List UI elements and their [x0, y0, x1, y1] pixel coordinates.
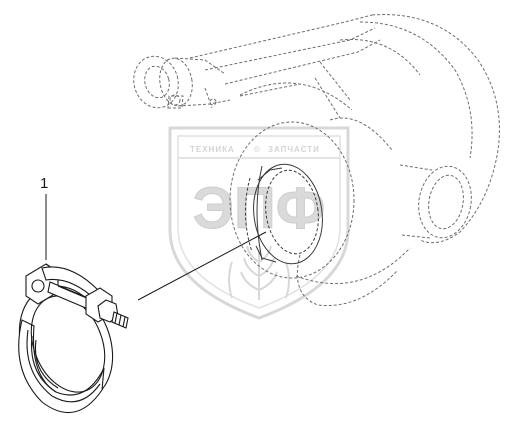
ghost-bracket-top	[189, 14, 373, 59]
clamp-thread-2	[118, 314, 122, 326]
ghost-outlet-inner	[428, 174, 464, 230]
ghost-bracket-mid	[204, 27, 376, 71]
watermark-copyright-symbol: ©	[254, 145, 261, 154]
clamp-band-groove-1	[26, 329, 101, 403]
clamp-trunnion-left-hole	[31, 279, 45, 293]
ghost-outlet-bottom	[401, 234, 431, 239]
ghost-bearing-housing	[296, 254, 399, 307]
ghost-detail-b	[314, 77, 341, 119]
ghost-pipe-collar	[159, 57, 193, 107]
ghost-pipe-end-outer	[133, 55, 179, 109]
ghost-detail-a	[319, 61, 351, 101]
clamp-band-front	[18, 319, 105, 414]
ghost-pipe-fitting	[209, 98, 217, 106]
flange-front-rim	[244, 177, 253, 253]
flange-front-edge	[256, 165, 263, 261]
clamp-thread-3	[122, 316, 126, 328]
ghost-turbo-housing	[229, 14, 500, 307]
flange-ring-inner	[265, 169, 319, 255]
ghost-pipe-assembly	[133, 14, 381, 109]
ghost-outlet-outer	[418, 165, 472, 239]
ghost-pipe-end-inner	[144, 65, 170, 99]
ghost-body-lower	[295, 247, 411, 285]
ghost-scroll-ridge	[339, 38, 421, 76]
ghost-pipe-stub	[204, 87, 213, 109]
flange-lip-top	[257, 167, 283, 181]
watermark-shield	[168, 126, 350, 320]
ghost-scroll-outer	[371, 14, 500, 244]
ghost-pipe-clamp-bolt	[169, 94, 181, 106]
ghost-bracket-base	[239, 83, 301, 97]
ghost-outlet-top	[399, 164, 433, 171]
ghost-bracket-low	[224, 39, 381, 85]
callout-number[interactable]: 1	[40, 175, 48, 192]
ghost-flange-top-arc	[239, 82, 353, 111]
ghost-body-curve	[329, 117, 393, 151]
ghost-pipe-top-edge	[174, 57, 226, 75]
ghost-pipe-bottom-edge	[177, 99, 231, 107]
clamp-thread-1	[114, 312, 118, 324]
clamp-band-groove-2	[30, 335, 57, 393]
ghost-flange-outer	[229, 121, 355, 279]
watermark-logo: ТЕХНИКА © ЗАПЧАСТИ ЭПФ	[168, 126, 350, 320]
watermark-letters: ЭПФ	[193, 176, 325, 241]
watermark-text-right: ЗАПЧАСТИ	[268, 145, 320, 154]
ghost-pipe-clamp	[167, 95, 184, 109]
target-flange	[244, 163, 323, 265]
watermark-text-left: ТЕХНИКА	[190, 145, 235, 154]
clamp-band-groove-3	[34, 339, 59, 389]
watermark-wheat-icon	[228, 245, 290, 300]
part-band-clamp[interactable]	[3, 263, 130, 416]
ghost-scroll-inner	[359, 21, 473, 159]
assembly-leader-line	[137, 231, 267, 301]
watermark-shield-inner	[177, 135, 341, 309]
flange-ring-outer	[253, 163, 323, 265]
